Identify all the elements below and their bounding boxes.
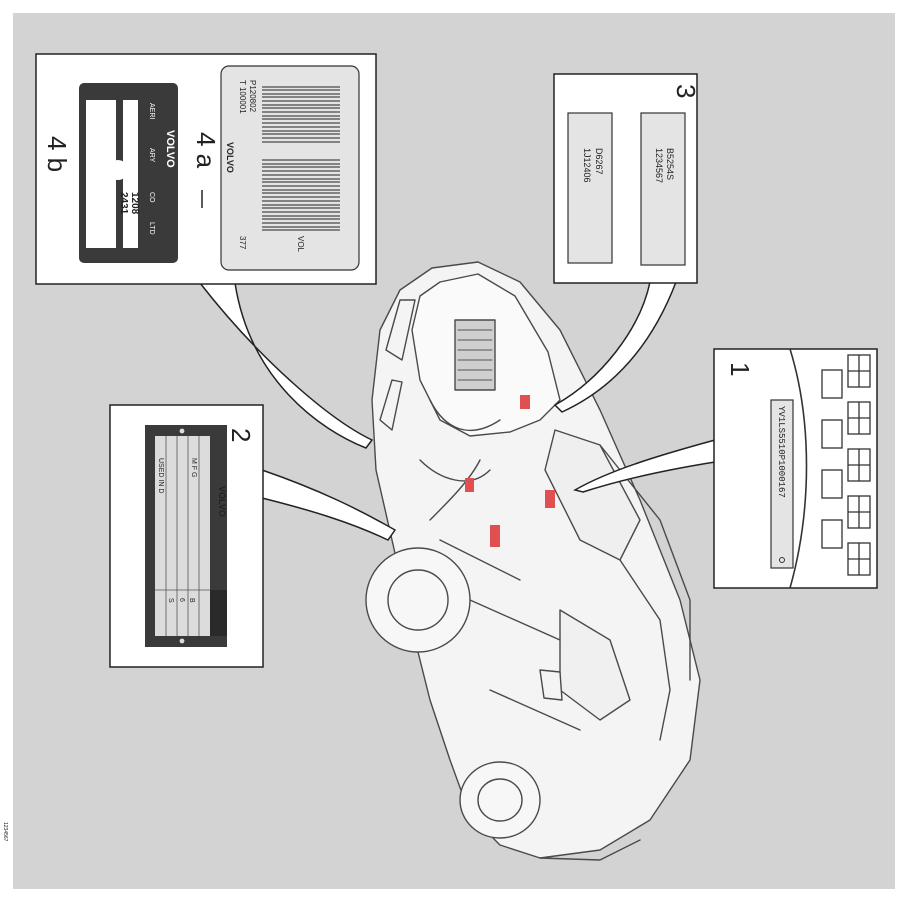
barcode-lower (262, 159, 340, 231)
engine-label-b-line-1: D6267 (594, 148, 604, 175)
engine-label-a (640, 112, 686, 266)
callout-1-dot-grid (821, 354, 871, 576)
engine-label-a-line-2: 1234567 (654, 148, 664, 183)
type-plate-rivet-top (179, 428, 185, 434)
dark-label-field-1: AERI (148, 103, 155, 119)
engine-block (454, 319, 496, 391)
type-plate-rules (155, 436, 210, 636)
engine-ribs (457, 329, 493, 381)
type-plate-code-3: S (167, 598, 174, 603)
vin-plate-rivet (779, 557, 785, 563)
callout-2-connector (261, 469, 397, 541)
side-mirror (539, 669, 563, 701)
callout-4-connector (199, 282, 374, 449)
rear-bumper (539, 839, 641, 861)
type-plate-row-2: USED IN D (157, 458, 164, 493)
margin-code: 1234567 (2, 822, 8, 842)
marker-door-pillar (490, 525, 500, 547)
vin-plate (770, 399, 794, 569)
car-drawing (365, 261, 701, 861)
callout-2: VOLVO M F G USED IN D B 6 S 2 (109, 404, 397, 668)
engine-label-b-line-2: 1J12406 (582, 148, 592, 183)
type-plate-row-1: M F G (190, 458, 197, 477)
dark-label-field-4: LTD (148, 222, 155, 235)
barcode-code-3: VOL (296, 236, 305, 253)
car-door-lines (439, 539, 581, 731)
rear-wheel (459, 761, 541, 839)
engine-label-b (567, 112, 613, 264)
car-roof (599, 444, 691, 741)
barcode-upper (262, 86, 340, 143)
barcode-code-2: T 100001 (238, 80, 247, 114)
label-location-markers (465, 395, 555, 547)
callout-1-connector (573, 439, 716, 493)
callout-1: YV1LS5510P1000167 1 (573, 348, 878, 589)
callout-3-connector (553, 281, 677, 413)
dark-label-field-3: CO (148, 192, 155, 203)
marker-engine (520, 395, 530, 409)
barcode-brand: VOLVO (225, 142, 235, 173)
callout-2-number: 2 (226, 428, 256, 442)
callout-1-glass-edge (789, 348, 808, 589)
callout-3-number: 3 (671, 84, 701, 98)
headlight-left (385, 299, 416, 361)
callout-3: B5254S 1234567 D6267 1J12406 3 (553, 73, 701, 413)
dark-label-brand: VOLVO (164, 130, 176, 168)
type-plate-code-1: B (188, 598, 195, 603)
type-plate-rivet-bottom (179, 638, 185, 644)
engine-label-a-line-1: B5254S (665, 148, 675, 180)
dark-label-white-field-2 (123, 100, 138, 248)
dark-label-mid-band (138, 100, 156, 248)
rear-wheel-hub (477, 778, 523, 822)
barcode-code-1: P120802 (248, 80, 257, 113)
front-wheel (365, 547, 471, 653)
type-plate-dark-band (210, 590, 227, 636)
engine-hoses (419, 399, 501, 521)
dark-label-code-1: 1208 (129, 192, 140, 215)
headlight-right (379, 379, 403, 431)
front-wheel-hub (387, 569, 449, 631)
type-plate-code-2: 6 (178, 598, 185, 602)
dark-label-seal (108, 160, 128, 180)
callout-1-panel (713, 348, 878, 589)
vin-plate-text: YV1LS5510P1000167 (776, 406, 786, 498)
callout-4b-number: 4 b (42, 136, 72, 172)
callout-1-number: 1 (725, 362, 755, 376)
dark-label-field-2: ARY (148, 148, 155, 163)
type-plate-inner (155, 436, 210, 636)
marker-vin-windshield (545, 490, 555, 508)
dark-label-code-2: 2431 (118, 192, 129, 215)
barcode-code-4: 377 (238, 236, 247, 250)
callout-4a-number: 4 a (191, 132, 221, 169)
type-plate-brand: VOLVO (217, 486, 227, 517)
callout-4: P120802 T 100001 VOL 377 VOLVO VOLVO AER… (35, 53, 377, 449)
marker-strut-tower (465, 478, 474, 492)
